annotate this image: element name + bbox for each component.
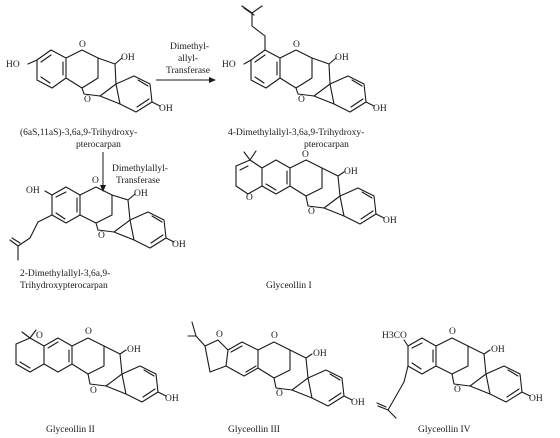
ring-oxygen: O bbox=[271, 331, 278, 341]
ring-oxygen: O bbox=[92, 176, 99, 186]
enzyme-label: Transferase bbox=[116, 175, 160, 186]
reaction-arrow-right bbox=[156, 77, 216, 83]
oh-group: OH bbox=[313, 349, 327, 359]
compound-label: 4-Dimethylallyl-3,6a,9-Trihydroxy- bbox=[228, 128, 364, 138]
ring-oxygen: O bbox=[308, 207, 315, 217]
compound-label: 2-Dimethylallyl-3,6a,9- bbox=[20, 269, 110, 279]
ring-oxygen: O bbox=[454, 385, 461, 395]
compound-label: Glyceollin II bbox=[46, 425, 95, 435]
ring-oxygen: O bbox=[302, 150, 309, 160]
compound-label: Glyceollin IV bbox=[418, 425, 471, 435]
molecule-glyceollin-ii: O O OH O OH bbox=[15, 327, 179, 404]
oh-group: OH bbox=[344, 167, 358, 177]
oh-group: OH bbox=[121, 53, 135, 63]
molecule-glyceollin-iv: H3CO O OH O OH bbox=[376, 327, 543, 419]
ho-group: HO bbox=[222, 60, 236, 70]
enzyme-label: Transferase bbox=[166, 65, 210, 76]
oh-group: OH bbox=[351, 398, 365, 408]
compound-label: Glyceollin I bbox=[266, 281, 312, 291]
ring-oxygen: O bbox=[246, 193, 253, 203]
ring-oxygen: O bbox=[298, 95, 305, 105]
ring-oxygen: O bbox=[36, 331, 43, 341]
enzyme-label: Dimethylallyl- bbox=[112, 164, 168, 174]
molecule-glyceollin-iii: O O OH O OH bbox=[187, 321, 365, 408]
compound-label: Trihydroxypterocarpan bbox=[20, 281, 108, 291]
oh-group: OH bbox=[172, 240, 186, 250]
ring-oxygen: O bbox=[98, 231, 105, 241]
h3co-group: H3CO bbox=[382, 331, 407, 341]
enzyme-label: allyl- bbox=[178, 54, 198, 64]
oh-group: OH bbox=[165, 394, 179, 404]
oh-group: OH bbox=[383, 216, 397, 226]
oh-group: OH bbox=[373, 104, 387, 114]
compound-label: (6aS,11aS)-3,6a,9-Trihydroxy- bbox=[20, 127, 137, 138]
compound-label: Glyceollin III bbox=[228, 425, 280, 435]
ho-group: HO bbox=[6, 60, 20, 70]
oh-group: OH bbox=[529, 394, 543, 404]
ring-oxygen: O bbox=[85, 327, 92, 337]
enzyme-label: Dimethyl- bbox=[170, 42, 209, 52]
ring-oxygen: O bbox=[276, 389, 283, 399]
compound-label: pterocarpan bbox=[304, 140, 349, 150]
ring-oxygen: O bbox=[216, 330, 223, 340]
oh-group: OH bbox=[335, 53, 349, 63]
ring-oxygen: O bbox=[79, 40, 86, 50]
oh-group: OH bbox=[159, 104, 173, 114]
oh-group: OH bbox=[134, 189, 148, 199]
ring-oxygen: O bbox=[84, 95, 91, 105]
oh-group: OH bbox=[491, 345, 505, 355]
ring-oxygen: O bbox=[293, 40, 300, 50]
molecule-4-dimethylallyl: HO O OH O OH bbox=[222, 5, 387, 114]
ho-group: OH bbox=[26, 186, 40, 196]
ring-oxygen: O bbox=[90, 386, 97, 396]
compound-label: pterocarpan bbox=[76, 140, 121, 150]
reaction-arrow-down bbox=[100, 152, 106, 192]
oh-group: OH bbox=[127, 345, 141, 355]
ring-oxygen: O bbox=[449, 327, 456, 337]
molecule-trihydroxypterocarpan: HO O OH O OH bbox=[6, 40, 173, 114]
molecule-glyceollin-i: O O OH O OH bbox=[235, 150, 397, 226]
molecule-2-dimethylallyl: OH O OH O OH bbox=[9, 176, 186, 261]
